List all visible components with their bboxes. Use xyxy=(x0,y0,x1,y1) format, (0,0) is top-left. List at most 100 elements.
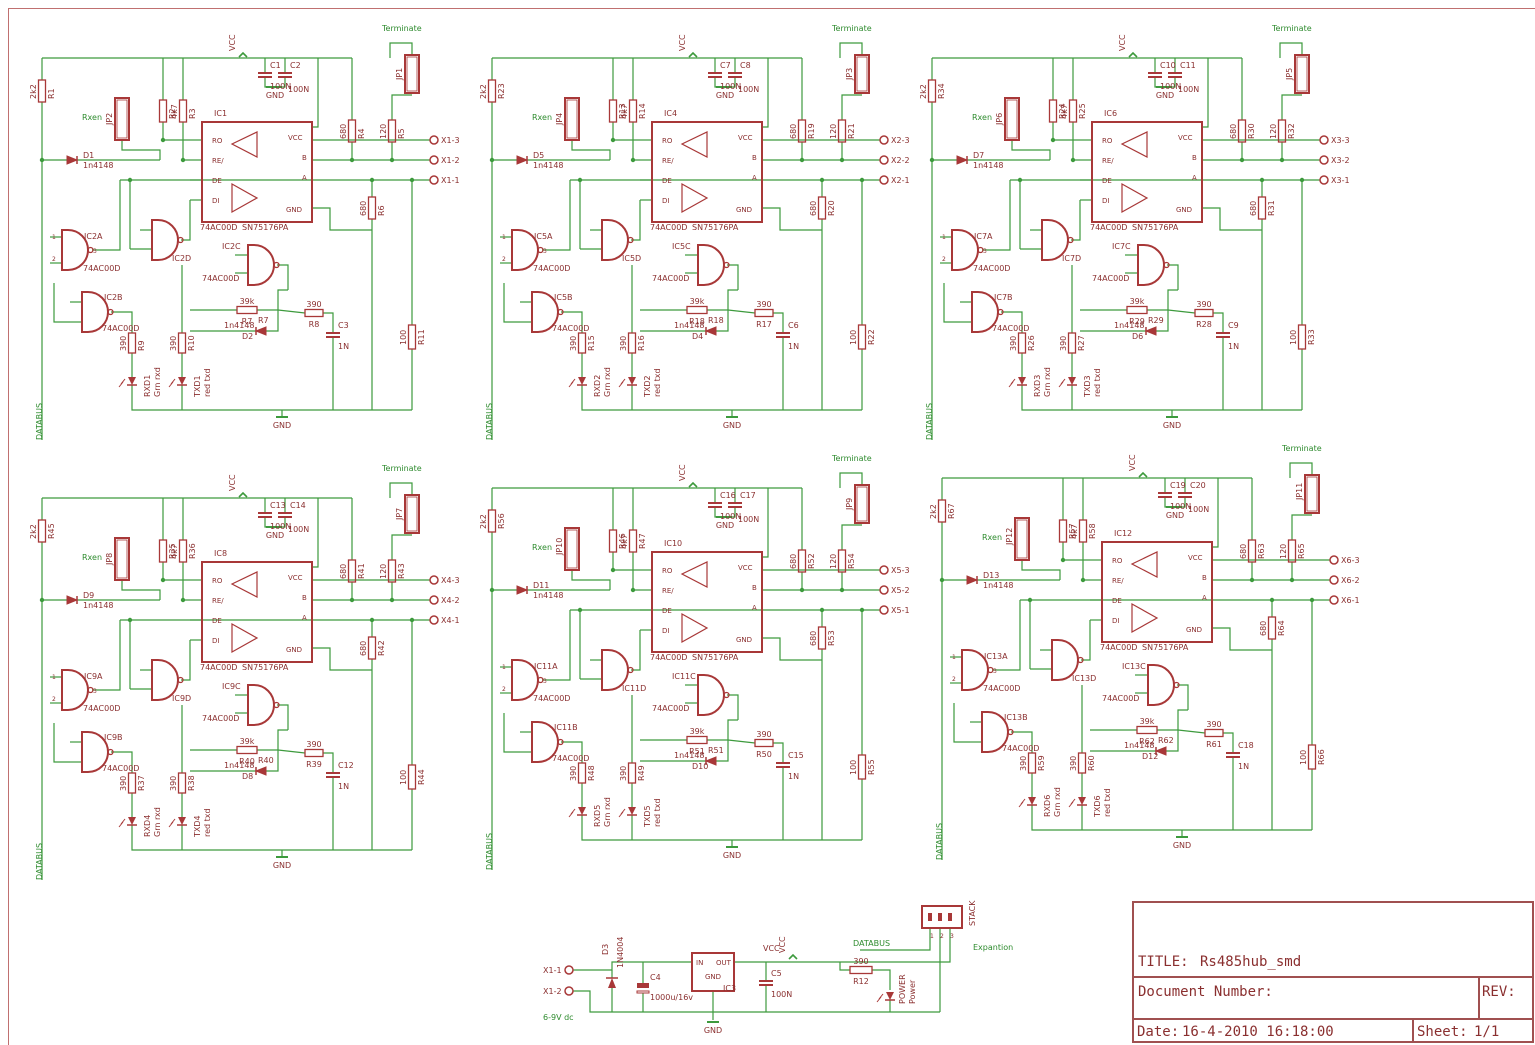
resistor-name: R62 xyxy=(1158,736,1174,745)
resistor-name: R49 xyxy=(637,765,646,781)
wire xyxy=(1289,462,1313,478)
connector-label: X6-2 xyxy=(1341,576,1360,585)
connector-label: X1-2 xyxy=(441,156,460,165)
diode-value: 1n4148 xyxy=(674,751,705,760)
diode xyxy=(254,766,267,776)
diode-value: 1n4148 xyxy=(533,591,564,600)
led-arrow xyxy=(1008,381,1014,388)
wire xyxy=(1167,264,1179,290)
gnd-label: GND xyxy=(1156,91,1174,100)
jumper-inner xyxy=(116,99,128,139)
capacitor-value: 100N xyxy=(288,85,309,94)
led xyxy=(628,377,636,385)
terminate-label: Terminate xyxy=(831,24,872,33)
diode-name: D12 xyxy=(1142,752,1158,761)
wire xyxy=(727,694,739,720)
gate-name: IC5B xyxy=(554,293,573,302)
nand-gate xyxy=(511,659,539,701)
junction-dot xyxy=(389,597,395,603)
label: 1 xyxy=(52,234,56,241)
label: 3 xyxy=(983,248,987,255)
junction-dot xyxy=(1269,597,1275,603)
gate-value: 74AC00D xyxy=(1090,223,1127,232)
label: 3 xyxy=(543,678,547,685)
resistor xyxy=(177,332,187,354)
connector-label: X5-1 xyxy=(891,606,910,615)
capacitor-value: 100N xyxy=(270,522,291,531)
nand-bubble xyxy=(87,246,94,254)
led-value: Grn rxd xyxy=(1053,787,1062,817)
resistor-name: R13 xyxy=(618,103,627,119)
ic-name: IC6 xyxy=(1104,109,1117,118)
resistor-name: R29 xyxy=(1148,316,1164,325)
resistor-value: 390 xyxy=(569,336,578,351)
wire xyxy=(1157,709,1188,731)
gate-value: 74AC00D xyxy=(992,324,1029,333)
nand-gate xyxy=(1041,219,1069,261)
capacitor-value: 1N xyxy=(1228,342,1239,351)
resistor-name: R15 xyxy=(587,335,596,351)
resistor-value: 4k7 xyxy=(170,104,179,119)
resistor-value: 2k2 xyxy=(479,84,488,99)
wire xyxy=(860,928,931,951)
connector-label: X4-3 xyxy=(441,576,460,585)
resistor-name: R27 xyxy=(1077,335,1086,351)
diode xyxy=(516,585,529,595)
gate-value: 74AC00D xyxy=(652,704,689,713)
databus-label: DATABUS xyxy=(935,823,944,860)
vcc-symbol xyxy=(238,491,248,498)
connector-label: X5-3 xyxy=(891,566,910,575)
wire xyxy=(277,749,306,754)
wire xyxy=(1291,514,1312,540)
junction-dot xyxy=(630,587,636,593)
capacitor-value: 1N xyxy=(788,772,799,781)
resistor-name: R65 xyxy=(1297,543,1306,559)
pin-label: GND xyxy=(736,636,752,644)
label: 3 xyxy=(993,668,997,675)
capacitor-value: 100N xyxy=(738,85,759,94)
capacitor-value: 100N xyxy=(1188,505,1209,514)
jumper xyxy=(854,484,870,524)
resistor xyxy=(1067,332,1077,354)
resistor-name: R19 xyxy=(807,123,816,139)
junction-dot xyxy=(160,137,166,143)
gate-value: 74AC00D xyxy=(200,223,237,232)
junction-dot xyxy=(409,617,415,623)
driver-value: SN75176PA xyxy=(692,223,739,232)
gate-value: 74AC00D xyxy=(533,694,570,703)
diode xyxy=(966,575,979,585)
capacitor-name: C15 xyxy=(788,751,804,760)
nand-bubble xyxy=(537,246,544,254)
led-arrow xyxy=(1058,381,1064,388)
ic-name: IC10 xyxy=(664,539,682,548)
jumper xyxy=(404,494,420,534)
resistor-name: R52 xyxy=(807,553,816,569)
resistor xyxy=(387,119,397,143)
pin-label: A xyxy=(752,174,757,182)
resistor-value: 390 xyxy=(1059,336,1068,351)
stack-pin xyxy=(948,913,952,921)
led-value: Grn rxd xyxy=(603,367,612,397)
resistor-name: R50 xyxy=(756,750,772,759)
vcc-wire xyxy=(762,58,769,128)
led-name: TXD2 xyxy=(643,375,652,398)
resistor-value: 390 xyxy=(569,766,578,781)
wire xyxy=(1177,684,1189,710)
nand-gate xyxy=(151,219,179,261)
resistor-name: R66 xyxy=(1317,749,1326,765)
wire xyxy=(872,969,891,990)
diode xyxy=(254,326,267,336)
gate-value: 74AC00D xyxy=(650,223,687,232)
wires xyxy=(39,42,1330,1023)
resistor-value: 39k xyxy=(690,727,705,736)
pin-label: RE/ xyxy=(662,587,674,595)
wire xyxy=(762,207,822,231)
capacitor-name: C19 xyxy=(1170,481,1186,490)
junction-dot xyxy=(127,177,133,183)
junction-dot xyxy=(389,157,395,163)
connector-pin xyxy=(879,175,889,185)
junction-dot xyxy=(839,587,845,593)
resistor-name: R33 xyxy=(1307,329,1316,345)
stack-pin-num: 3 xyxy=(950,933,954,940)
connector-pin xyxy=(879,585,889,595)
